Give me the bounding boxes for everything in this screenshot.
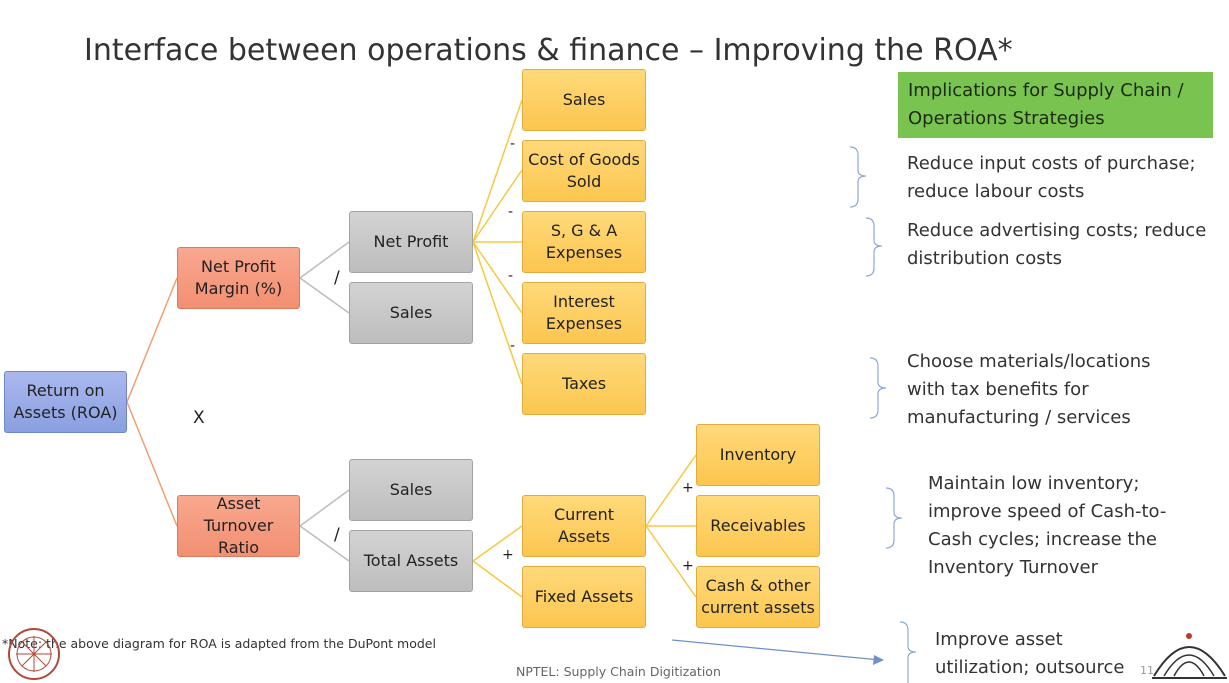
arrow-head	[873, 655, 884, 665]
box-sga-expenses: S, G & A Expenses	[522, 211, 646, 273]
connector-ca-cash	[645, 525, 697, 598]
implication-5: Improve asset utilization; outsource	[935, 629, 1125, 678]
operator-minus-2: -	[508, 204, 514, 220]
institute-logo-right	[1152, 633, 1227, 679]
connector-atr-sales	[299, 489, 350, 527]
box-current-assets: Current Assets	[522, 495, 646, 557]
box-net-profit-margin: Net Profit Margin (%)	[177, 247, 300, 309]
connector-np-cogs	[472, 169, 523, 243]
implication-4: Maintain low inventory; improve speed of…	[928, 473, 1167, 578]
operator-plus-1: +	[682, 480, 694, 496]
box-receivables: Receivables	[696, 495, 820, 557]
slide-number: 11	[1140, 664, 1154, 677]
operator-plus-2: +	[682, 558, 694, 574]
implication-2: Reduce advertising costs; reduce distrib…	[907, 220, 1207, 269]
bracket-5	[899, 621, 917, 683]
footer-course: NPTEL: Supply Chain Digitization	[516, 664, 721, 679]
box-interest-expenses: Interest Expenses	[522, 282, 646, 344]
box-cash-other: Cash & other current assets	[696, 566, 820, 628]
box-net-profit: Net Profit	[349, 211, 473, 273]
connector-np-interest	[472, 241, 523, 314]
implications-header: Implications for Supply Chain / Operatio…	[898, 72, 1213, 138]
box-sales-atr: Sales	[349, 459, 473, 521]
connector-atr-total	[299, 525, 350, 562]
arrow-line	[671, 639, 881, 661]
operator-plus-assets: +	[502, 547, 514, 563]
box-inventory: Inventory	[696, 424, 820, 486]
implication-1: Reduce input costs of purchase; reduce l…	[907, 153, 1196, 202]
operator-minus-4: -	[510, 338, 516, 354]
connector-ca-inventory	[645, 454, 697, 527]
bracket-4	[885, 487, 903, 549]
box-sales-npm: Sales	[349, 282, 473, 344]
implication-3: Choose materials/locations with tax bene…	[907, 351, 1151, 428]
box-total-assets: Total Assets	[349, 530, 473, 592]
operator-minus-1: -	[510, 136, 516, 152]
connector-ta-current	[472, 525, 523, 562]
connector-ta-fixed	[472, 560, 523, 598]
connector-np-sales	[472, 99, 523, 243]
box-cogs: Cost of Goods Sold	[522, 140, 646, 202]
operator-minus-3: -	[508, 268, 514, 284]
connector-npm-netprofit	[299, 241, 350, 279]
connector-npm-sales	[299, 277, 350, 314]
box-fixed-assets: Fixed Assets	[522, 566, 646, 628]
connector-roa-atr	[126, 401, 178, 527]
bracket-1	[849, 146, 867, 208]
institute-logo-left	[8, 628, 60, 680]
bracket-3	[869, 357, 887, 419]
connector-roa-npm	[126, 277, 178, 403]
box-roa: Return on Assets (ROA)	[4, 371, 127, 433]
box-sales: Sales	[522, 69, 646, 131]
operator-divide-npm: /	[334, 268, 340, 288]
connector-np-taxes	[472, 241, 523, 385]
footnote: *Note: the above diagram for ROA is adap…	[2, 636, 436, 651]
bracket-2	[865, 217, 883, 277]
operator-multiply: X	[193, 408, 205, 428]
box-taxes: Taxes	[522, 353, 646, 415]
box-asset-turnover-ratio: Asset Turnover Ratio	[177, 494, 300, 557]
slide-title: Interface between operations & finance –…	[84, 33, 1013, 68]
operator-divide-atr: /	[334, 525, 340, 545]
